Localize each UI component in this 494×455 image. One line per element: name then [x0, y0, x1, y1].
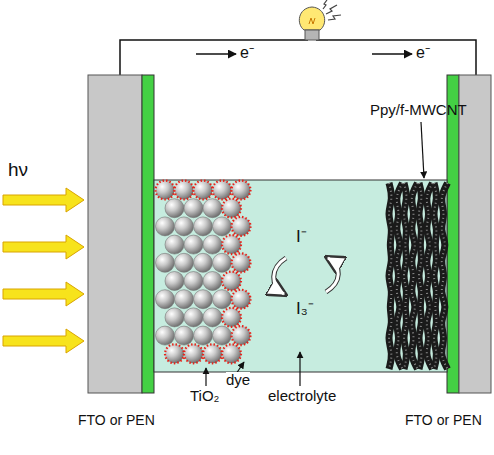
tio2-particle: [232, 290, 251, 309]
nanotube: [404, 183, 406, 369]
tio2-particle: [203, 235, 222, 254]
tio2-particle: [165, 199, 184, 218]
electrode-label: FTO or PEN: [405, 413, 482, 428]
wire: [120, 40, 308, 75]
tio2-particle: [165, 235, 184, 254]
tio2-particle: [194, 181, 213, 200]
polypyrrole-coating: [434, 183, 436, 369]
leader-line: [205, 368, 206, 386]
tio2-particle: [184, 308, 203, 327]
tio2-particle: [232, 253, 251, 272]
tio2-particle: [175, 181, 194, 200]
polypyrrole-coating: [442, 183, 448, 369]
region-label: electrolyte: [268, 388, 336, 405]
material-label: Ppy/f-MWCNT: [370, 102, 467, 119]
tio2-particle: [222, 344, 241, 363]
electrode-label: FTO or PEN: [78, 413, 155, 428]
carbon-nanotubes: [389, 183, 448, 369]
polypyrrole-coating: [389, 183, 391, 369]
conductive-layer: [142, 75, 154, 393]
tio2-particle: [232, 326, 251, 345]
polypyrrole-coating: [419, 183, 421, 369]
leader-line: [421, 122, 424, 178]
nanotube: [419, 183, 421, 369]
tio2-particle: [175, 217, 194, 236]
tio2-particle: [175, 290, 194, 309]
tio2-particle: [194, 326, 213, 345]
tio2-particle: [203, 344, 222, 363]
tio2-particle: [156, 181, 175, 200]
light-label: hν: [8, 160, 28, 181]
tio2-particle: [194, 290, 213, 309]
electron-label: e⁻: [416, 44, 430, 62]
light-arrows: [3, 188, 84, 353]
tio2-particle: [203, 199, 222, 218]
tio2-particle: [165, 272, 184, 291]
nanotube: [434, 183, 436, 369]
tio2-particle: [213, 326, 232, 345]
polypyrrole-coating: [412, 183, 418, 369]
tio2-particle: [194, 217, 213, 236]
substrate: [88, 75, 142, 393]
polypyrrole-coating: [427, 183, 433, 369]
tio2-particle: [222, 199, 241, 218]
tio2-particle: [175, 326, 194, 345]
tio2-particle: [213, 253, 232, 272]
tio2-particle: [184, 235, 203, 254]
tio2-particle: [156, 290, 175, 309]
tio2-particle: [232, 181, 251, 200]
tio2-particle: [222, 308, 241, 327]
tio2-particle: [184, 272, 203, 291]
ion-label: I₃⁻: [296, 300, 314, 319]
material-label: TiO₂: [190, 388, 219, 405]
tio2-particle: [213, 217, 232, 236]
redox-cycle: [274, 258, 339, 294]
tio2-particle: [184, 344, 203, 363]
tio2-particle: [203, 272, 222, 291]
nanotube: [442, 183, 448, 369]
tio2-particle: [156, 253, 175, 272]
nanotube: [389, 183, 391, 369]
electrolyte-region: [154, 180, 447, 372]
wire: [316, 40, 476, 75]
tio2-particle: [165, 308, 184, 327]
electron-label: e⁻: [240, 44, 254, 62]
tio2-particle: [156, 326, 175, 345]
tio2-particle: [156, 217, 175, 236]
tio2-particle: [213, 181, 232, 200]
tio2-particle: [165, 344, 184, 363]
ion-label: I⁻: [296, 228, 307, 247]
material-label: dye: [226, 372, 250, 389]
leader-line: [299, 352, 300, 386]
polypyrrole-coating: [397, 183, 403, 369]
tio2-particle: [175, 253, 194, 272]
tio2-particle: [222, 272, 241, 291]
tio2-particle: [213, 290, 232, 309]
tio2-particles: [156, 181, 251, 364]
polypyrrole-coating: [404, 183, 406, 369]
tio2-particle: [194, 253, 213, 272]
tio2-particle: [184, 199, 203, 218]
substrate: [459, 75, 491, 393]
tio2-particle: [232, 217, 251, 236]
tio2-particle: [203, 308, 222, 327]
electron-arrow: [196, 53, 236, 55]
light-bulb: [299, 0, 341, 40]
conductive-layer: [447, 75, 459, 393]
tio2-particle: [222, 235, 241, 254]
electron-arrow: [372, 53, 412, 55]
